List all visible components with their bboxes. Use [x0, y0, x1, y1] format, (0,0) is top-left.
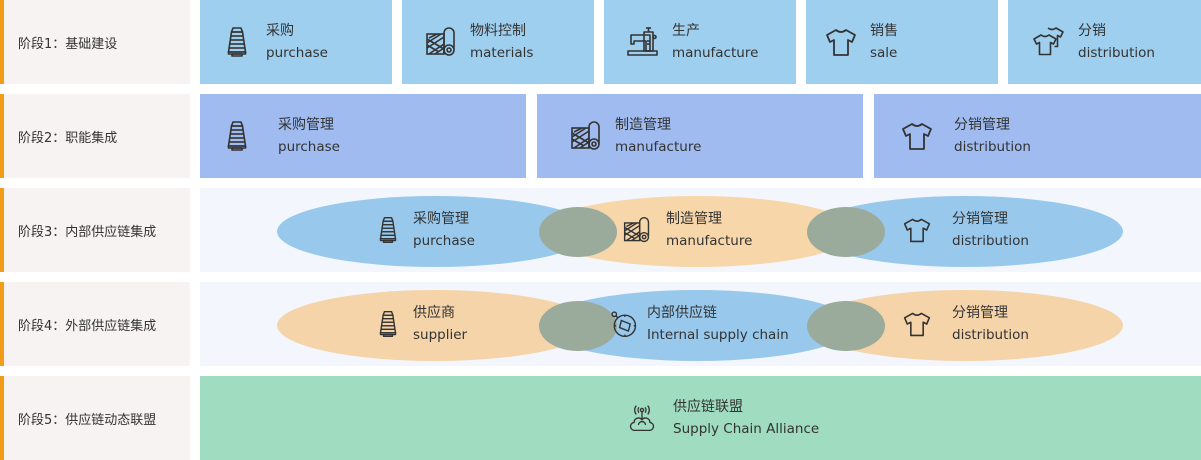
- stage1-box-manufacture: 生产 manufacture: [604, 0, 796, 84]
- item-en: distribution: [1078, 45, 1155, 61]
- fabric-roll-icon: [424, 25, 458, 59]
- item-en: distribution: [952, 233, 1029, 249]
- stage1-box-sale: 销售 sale: [806, 0, 998, 84]
- stage-row-5: 阶段5：供应链动态联盟 供应链联盟 Supply Chain Alliance: [0, 376, 1201, 460]
- alliance-item: 供应链联盟 Supply Chain Alliance: [627, 376, 819, 460]
- sewing-machine-icon: [626, 25, 660, 59]
- stage2-box-distribution: 分销管理 distribution: [874, 94, 1201, 178]
- spool-icon: [373, 215, 403, 245]
- item-zh: 销售: [870, 23, 898, 39]
- item-zh: 分销管理: [952, 211, 1008, 227]
- stage-content: 采购管理 purchase 制造管理 manufacture 分销管理 distrib…: [200, 188, 1201, 272]
- tshirt-icon: [900, 119, 934, 153]
- item-en: manufacture: [615, 139, 702, 155]
- item-zh: 供应商: [413, 305, 455, 321]
- item-zh: 分销: [1078, 23, 1106, 39]
- item-zh: 制造管理: [615, 117, 671, 133]
- item-zh: 生产: [672, 23, 700, 39]
- item-en: supplier: [413, 327, 468, 343]
- spool-icon: [220, 25, 254, 59]
- stage-label: 阶段2：职能集成: [0, 94, 190, 178]
- stage1-box-materials: 物料控制 materials: [402, 0, 594, 84]
- stage-content: 供应链联盟 Supply Chain Alliance: [200, 376, 1201, 460]
- tshirt-icon: [902, 309, 932, 339]
- stage-label: 阶段4：外部供应链集成: [0, 282, 190, 366]
- item-zh: 采购: [266, 23, 294, 39]
- stage-content: 供应商 supplier 内部供应链 Internal supply chain 分…: [200, 282, 1201, 366]
- stage-label: 阶段5：供应链动态联盟: [0, 376, 190, 460]
- ellipse-overlap: [807, 207, 885, 257]
- item-en: Supply Chain Alliance: [673, 421, 820, 437]
- tshirt-icon: [902, 215, 932, 245]
- stage-label: 阶段1：基础建设: [0, 0, 190, 84]
- venn-item-distribution: 分销管理 distribution: [902, 282, 1029, 366]
- item-zh: 供应链联盟: [673, 399, 743, 415]
- venn-panel: 供应商 supplier 内部供应链 Internal supply chain 分…: [200, 282, 1201, 366]
- venn-item-distribution: 分销管理 distribution: [902, 188, 1029, 272]
- item-zh: 分销管理: [952, 305, 1008, 321]
- venn-panel: 采购管理 purchase 制造管理 manufacture 分销管理 distrib…: [200, 188, 1201, 272]
- item-en: manufacture: [672, 45, 759, 61]
- stage2-box-purchase: 采购管理 purchase: [200, 94, 526, 178]
- item-en: purchase: [266, 45, 328, 61]
- item-en: purchase: [278, 139, 340, 155]
- alliance-signal-icon: [627, 403, 657, 433]
- item-en: materials: [470, 45, 534, 61]
- stage1-box-purchase: 采购 purchase: [200, 0, 392, 84]
- alliance-panel: 供应链联盟 Supply Chain Alliance: [200, 376, 1201, 460]
- stage2-box-manufacture: 制造管理 manufacture: [537, 94, 863, 178]
- compass-icon: [609, 309, 639, 339]
- stage-row-4: 阶段4：外部供应链集成 供应商 supplier 内部供应链 Internal su…: [0, 282, 1201, 366]
- stage-row-2: 阶段2：职能集成 采购管理 purchase 制造管理 manufacture 分销…: [0, 94, 1201, 178]
- item-zh: 采购管理: [278, 117, 334, 133]
- tshirts-icon: [1032, 25, 1066, 59]
- stage-row-1: 阶段1：基础建设 采购 purchase 物料控制 materials 生产 manu…: [0, 0, 1201, 84]
- item-en: sale: [870, 45, 898, 61]
- item-zh: 分销管理: [954, 117, 1010, 133]
- item-zh: 采购管理: [413, 211, 469, 227]
- item-en: distribution: [954, 139, 1031, 155]
- tshirt-icon: [824, 25, 858, 59]
- item-zh: 内部供应链: [647, 305, 717, 321]
- stage-content: 采购 purchase 物料控制 materials 生产 manufacture 销…: [200, 0, 1201, 84]
- venn-item-purchase: 采购管理 purchase: [373, 188, 475, 272]
- venn-item-supplier: 供应商 supplier: [373, 282, 467, 366]
- stage-content: 采购管理 purchase 制造管理 manufacture 分销管理 distrib…: [200, 94, 1201, 178]
- ellipse-overlap: [807, 301, 885, 351]
- item-en: distribution: [952, 327, 1029, 343]
- item-en: Internal supply chain: [647, 327, 789, 343]
- fabric-roll-icon: [569, 119, 603, 153]
- stage-label: 阶段3：内部供应链集成: [0, 188, 190, 272]
- ellipse-overlap: [539, 301, 617, 351]
- item-en: manufacture: [666, 233, 753, 249]
- ellipse-overlap: [539, 207, 617, 257]
- venn-item-manufacture: 制造管理 manufacture: [622, 188, 752, 272]
- item-zh: 制造管理: [666, 211, 722, 227]
- fabric-roll-icon: [622, 215, 652, 245]
- item-en: purchase: [413, 233, 475, 249]
- stage1-box-distribution: 分销 distribution: [1008, 0, 1201, 84]
- item-zh: 物料控制: [470, 23, 526, 39]
- stage-row-3: 阶段3：内部供应链集成 采购管理 purchase 制造管理 manufacture…: [0, 188, 1201, 272]
- venn-item-internal-supply-chain: 内部供应链 Internal supply chain: [609, 282, 789, 366]
- spool-icon: [220, 119, 254, 153]
- spool-icon: [373, 309, 403, 339]
